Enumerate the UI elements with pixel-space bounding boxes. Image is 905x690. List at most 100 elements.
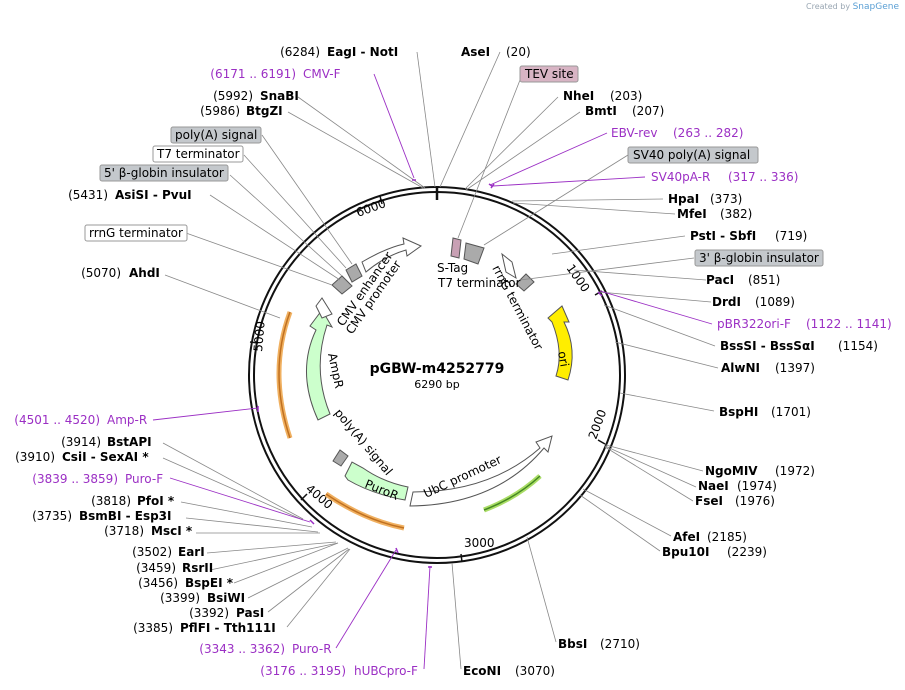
enzyme-label: EcoNI — [463, 664, 501, 678]
enzyme-label: FseI — [695, 494, 723, 508]
cmv-promoter-arrow — [315, 297, 333, 319]
feature-box — [152, 145, 244, 163]
enzyme-label: AseI — [461, 45, 490, 59]
enzyme-position: (203) — [610, 89, 642, 103]
enzyme-position: (5070) — [81, 266, 121, 280]
enzyme-position: (3392) — [189, 606, 229, 620]
enzyme-label: AhdI — [129, 266, 160, 280]
enzyme-position: (3735) — [32, 509, 72, 523]
enzyme-position: (3070) — [515, 664, 555, 678]
plasmid-name: pGBW-m4252779 — [370, 361, 505, 377]
primer-range: (3839 .. 3859) — [32, 472, 118, 486]
enzyme-position: (373) — [710, 192, 742, 206]
enzyme-position: (6284) — [280, 45, 320, 59]
primer-label: CMV-F — [303, 67, 341, 81]
snapgene-credit: Created by SnapGene — [806, 2, 899, 12]
enzyme-position: (1089) — [755, 295, 795, 309]
enzyme-label: AlwNI — [721, 361, 760, 375]
polya-signal-label: poly(A) signal — [332, 406, 396, 478]
primer-leader-lines — [152, 73, 713, 670]
enzyme-label: BsiWI — [207, 591, 245, 605]
primer-range: (3343 .. 3362) — [199, 642, 285, 656]
feature-box — [170, 126, 262, 144]
enzyme-label: BbsI — [558, 637, 587, 651]
feature-box-label: 3' β-globin insulator — [699, 251, 819, 265]
feature-box — [519, 65, 579, 83]
primer-label: pBR322ori-F — [717, 317, 791, 331]
feature-box-label: SV40 poly(A) signal — [633, 148, 750, 162]
enzyme-label: BssSI - BssSαI — [720, 339, 815, 353]
enzyme-label: MscI * — [151, 524, 193, 538]
enzyme-position: (2239) — [727, 545, 767, 559]
cmv-enhancer-arrow — [361, 237, 423, 273]
enzyme-position: (1701) — [771, 405, 811, 419]
primer-range: (6171 .. 6191) — [210, 67, 296, 81]
feature-box — [99, 164, 229, 182]
enzyme-position: (5992) — [213, 89, 253, 103]
enzyme-label: BspEI * — [185, 576, 234, 590]
enzyme-position: (3459) — [136, 561, 176, 575]
primer-arc-amp-inner — [278, 311, 291, 439]
tick-label-1000: 1000 — [564, 262, 593, 295]
enzyme-label: NaeI — [698, 479, 729, 493]
ori-label: ori — [555, 350, 571, 368]
puror-arrow — [344, 461, 409, 501]
enzyme-position: (1972) — [775, 464, 815, 478]
primer-arc-puro-inner — [325, 493, 405, 529]
feature-box-labels: TEV site SV40 poly(A) signal 3' β-globin… — [84, 65, 824, 267]
enzyme-label: BtgZI — [246, 104, 283, 118]
ubc-promoter-arrow — [409, 435, 553, 507]
enzyme-position: (2710) — [600, 637, 640, 651]
enzyme-label: PflFI - Tth111I — [180, 621, 276, 635]
enzyme-label: EagI - NotI — [327, 45, 398, 59]
enzyme-position: (5431) — [68, 188, 108, 202]
enzyme-position: (3818) — [91, 494, 131, 508]
enzyme-position: (851) — [748, 273, 780, 287]
enzyme-label: BsmBI - Esp3I — [79, 509, 171, 523]
snapgene-logo: SnapGene — [852, 2, 899, 12]
primer-label: hUBCpro-F — [354, 664, 418, 678]
enzyme-label: MfeI — [677, 207, 707, 221]
primer-arc-ubc-inner — [483, 475, 541, 511]
enzyme-label: AfeI — [673, 530, 700, 544]
primer-range: (4501 .. 4520) — [14, 413, 100, 427]
primer-label: SV40pA-R — [651, 170, 710, 184]
tick-label-5000: 5000 — [251, 321, 268, 353]
primer-range: (263 .. 282) — [673, 126, 743, 140]
primer-range: (317 .. 336) — [728, 170, 798, 184]
enzyme-label: HpaI — [668, 192, 699, 206]
enzyme-position: (1976) — [735, 494, 775, 508]
enzyme-position: (3910) — [15, 450, 55, 464]
enzyme-label: EarI — [178, 545, 205, 559]
enzyme-label: AsiSI - PvuI — [115, 188, 192, 202]
top-small-features — [331, 237, 535, 295]
feature-box-label: T7 terminator — [156, 147, 240, 161]
s-tag-label: S-Tag — [437, 261, 468, 275]
enzyme-position: (3385) — [133, 621, 173, 635]
enzyme-label: PasI — [236, 606, 264, 620]
enzyme-label: BspHI — [719, 405, 758, 419]
enzyme-position: (3502) — [132, 545, 172, 559]
enzyme-label: PacI — [706, 273, 734, 287]
ampr-label: AmpR — [325, 352, 346, 390]
credit-prefix: Created by — [806, 2, 851, 11]
enzyme-label: PstI - SbfI — [690, 229, 756, 243]
primer-marks — [257, 179, 603, 568]
enzyme-position: (2185) — [707, 530, 747, 544]
ampr-arrow — [306, 309, 334, 421]
feature-box — [84, 224, 188, 242]
enzyme-position: (719) — [775, 229, 807, 243]
enzyme-position: (382) — [720, 207, 752, 221]
feature-box-label: 5' β-globin insulator — [104, 166, 224, 180]
enzyme-position: (1974) — [737, 479, 777, 493]
tick-label-3000: 3000 — [464, 536, 495, 550]
t7-terminator-inner-label: T7 terminator — [437, 276, 521, 290]
primer-labels: (6171 .. 6191) CMV-F EBV-rev (263 .. 282… — [14, 67, 891, 678]
enzyme-label: NgoMIV — [705, 464, 758, 478]
enzyme-label: CsiI - SexAI * — [62, 450, 149, 464]
feature-box-label: poly(A) signal — [175, 128, 257, 142]
feature-box-label: TEV site — [524, 67, 574, 81]
tick-label-2000: 2000 — [586, 408, 610, 441]
enzyme-label: Bpu10I — [662, 545, 709, 559]
enzyme-label: PfoI * — [137, 494, 175, 508]
